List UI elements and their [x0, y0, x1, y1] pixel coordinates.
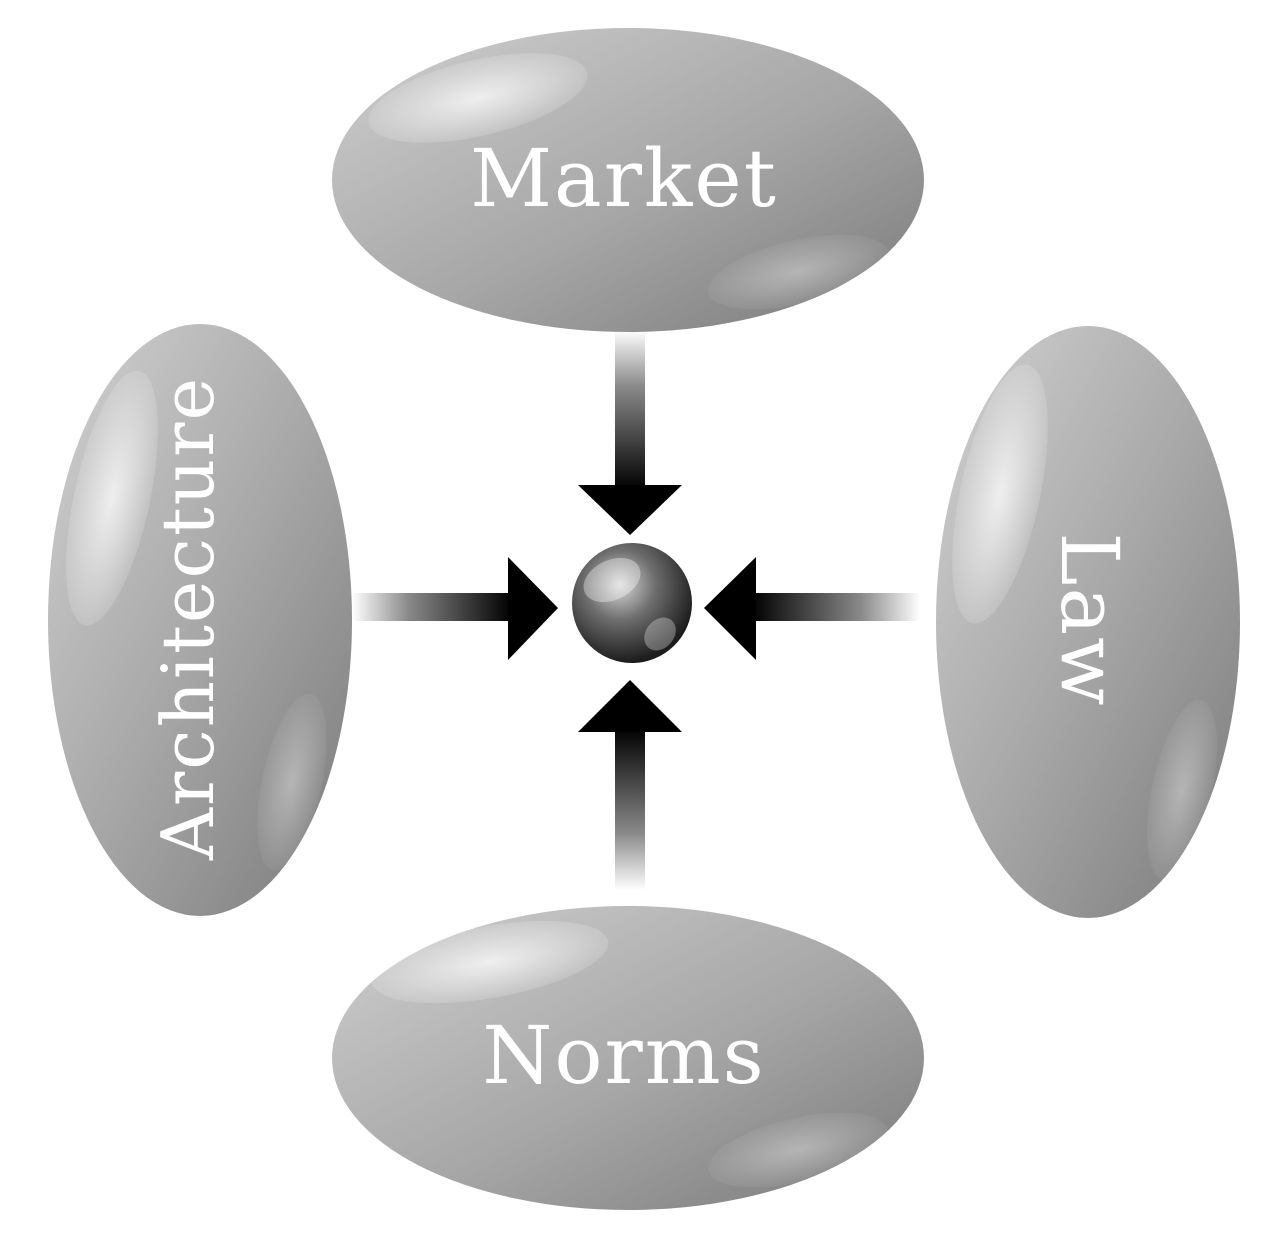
center-node [572, 543, 692, 663]
arrow-head-up-icon [578, 680, 682, 732]
node-gloss-lower [257, 693, 327, 871]
node-gloss [66, 370, 158, 626]
arrow-head-down-icon [578, 485, 682, 535]
arrow-head-left-icon [704, 557, 756, 660]
node-gloss [371, 920, 609, 1004]
arrow-shaft [752, 593, 920, 621]
edge-norms-to-center [578, 680, 682, 890]
node-law: Law [936, 326, 1240, 918]
center-sphere [572, 543, 692, 663]
arrow-shaft [615, 330, 645, 490]
node-label-norms: Norms [482, 1009, 765, 1102]
node-label-market: Market [470, 132, 778, 225]
arrow-shaft [615, 728, 645, 890]
node-label-architecture: Architecture [146, 376, 230, 861]
node-gloss-lower [708, 234, 888, 310]
center-gloss-2 [644, 617, 676, 651]
edge-architecture-to-center [352, 557, 558, 660]
node-gloss [952, 364, 1048, 624]
node-norms: Norms [332, 906, 924, 1210]
edge-law-to-center [704, 557, 920, 660]
node-gloss-lower [708, 1112, 888, 1188]
arrow-shaft [352, 593, 512, 621]
center-gloss [583, 557, 641, 603]
arrow-head-right-icon [508, 557, 558, 660]
node-gloss-lower [1146, 699, 1218, 881]
edge-market-to-center [578, 330, 682, 535]
node-gloss [368, 53, 588, 143]
node-market: Market [332, 28, 924, 332]
node-architecture: Architecture [48, 324, 352, 916]
node-label-law: Law [1043, 532, 1136, 707]
